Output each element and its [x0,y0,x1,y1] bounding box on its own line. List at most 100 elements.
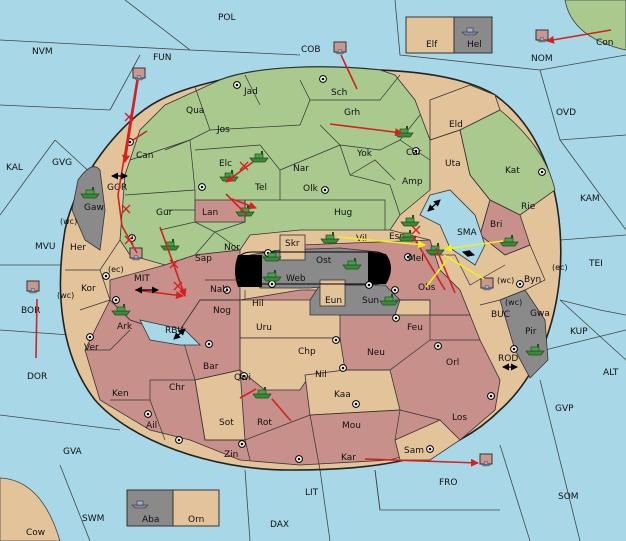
home-label: Cow [26,528,45,538]
army-token-icon [333,41,347,55]
sea-label: DOR [27,372,47,382]
province-label: Tel [254,183,267,193]
province-label: Lan [202,208,218,218]
province-label: Ark [117,322,133,332]
province-label: Sch [331,88,347,98]
sea-label: GVA [63,447,83,457]
province-label: Sap [195,254,212,264]
home-label: Con [596,38,614,48]
sea-label: TEI [588,259,603,269]
black-cap-east [368,252,391,284]
neutral-units [26,27,549,509]
province-label: Nog [213,306,231,316]
province-label: Amp [402,177,423,187]
sea-label: ROD [498,354,518,364]
gaw-region [71,166,106,251]
army-token-icon [479,453,493,467]
skr-region [279,234,306,261]
province-label: Bri [490,220,502,230]
province-label: Kaa [334,390,351,400]
province-label: Nab [210,285,228,295]
province-label: Rie [521,202,536,212]
province-label: Kar [341,453,356,463]
sea-label: OVD [556,108,576,118]
province-label: Zin [224,450,238,460]
sea-label: MVU [35,242,56,252]
sea-label: SMA [457,228,477,238]
province-label: Sot [219,418,234,428]
coast-label: (ec) [108,265,124,274]
province-label: Elc [219,159,232,169]
army-token-icon [129,247,143,261]
sea-label: ALT [603,368,619,378]
province-label: Eun [325,296,342,306]
province-label: Web [286,274,306,284]
province-label: Ken [112,389,129,399]
sea-label: KUP [570,327,588,337]
sea-label: SWM [82,514,104,524]
support-orders [337,236,504,288]
sea-label: DAX [270,520,289,530]
coast-label: (wc) [60,217,77,226]
province-label: Yok [356,149,373,159]
province-label: Los [452,413,467,423]
sea-label: KAM [580,194,600,204]
province-label: Car [406,148,422,158]
province-label: Can [136,151,154,161]
army-token-icon [132,67,146,81]
home-label: Aba [142,515,159,525]
move-orders [35,29,612,467]
convoy-arrows [111,172,518,371]
sea-label: RBU [165,326,184,336]
province-label: Sam [404,446,424,456]
province-label: Gaw [84,203,104,213]
province-label: Gur [156,208,173,218]
province-label: Hug [334,208,352,218]
sea-label: BOR [21,306,40,316]
black-cap-west [235,255,262,287]
sea-label: GVG [52,158,72,168]
province-label: Ver [84,343,99,353]
home-label: Orn [188,515,204,525]
cut-marks [121,112,421,291]
province-label: Sun [362,296,379,306]
province-label: Pir [525,327,537,337]
sea-label: NVM [32,47,53,57]
sea-label: BUC [491,310,510,320]
province-label: Qwi [234,373,251,383]
province-label: Ost [316,256,332,266]
coast-label: (ec) [552,263,568,272]
province-label: Uru [256,323,272,333]
kaa-region [304,369,401,416]
sea-label: LIT [305,488,319,498]
sam-region [394,419,461,461]
province-label: Mel [408,254,424,264]
home-box-labels: Elf Hel Con Cow Aba Orn [26,38,614,538]
province-label: Grh [344,108,360,118]
province-label: Nor [224,243,240,253]
coast-label: (wc) [505,298,522,307]
sea-label: FUN [153,53,172,63]
province-label: Feu [407,323,423,333]
sea-label: NOM [531,54,553,64]
province-label: Neu [367,348,385,358]
coast-label: (wc) [57,291,74,300]
province-label: Kat [505,166,520,176]
army-token-icon [535,29,549,43]
province-label: Nar [293,164,309,174]
province-borders [65,74,546,471]
province-label: Eld [449,120,463,130]
province-label: Gwa [530,309,550,319]
coast-label: (wc) [497,276,514,285]
province-label: Hil [252,299,264,309]
province-label: Orl [446,358,459,368]
province-label: Qua [186,106,204,116]
province-label: Obs [418,283,436,293]
province-label: Byn [524,275,541,285]
coast-labels: (wc) (ec) (wc) (wc) (ec) (wc) [57,217,568,307]
province-label: Mou [342,421,361,431]
province-label: Skr [285,239,300,249]
army-token-icon [480,277,494,291]
